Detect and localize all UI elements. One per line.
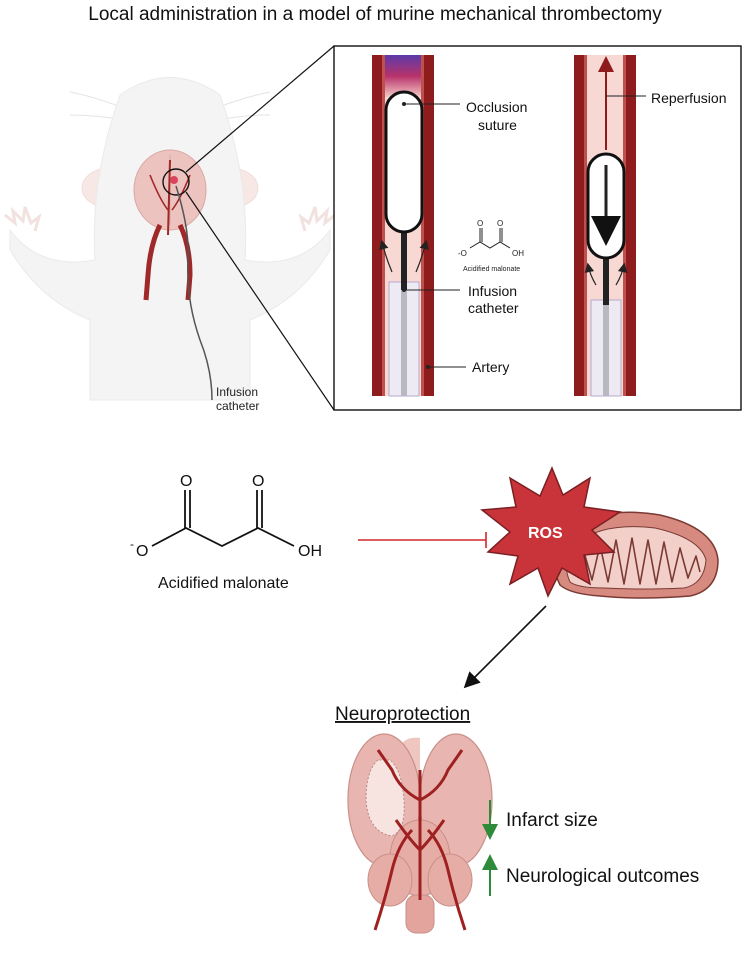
small-oh: OH [512, 249, 524, 258]
infarct-size-label: Infarct size [506, 810, 598, 831]
ros-label: ROS [528, 525, 563, 542]
zoom-line-bottom [185, 191, 335, 411]
neuroprotection-heading: Neuroprotection [335, 704, 470, 725]
malonate-o-right: O [252, 473, 264, 490]
reperfused-vessel [574, 55, 636, 397]
catheter-line [175, 185, 213, 401]
infusion-label-2: catheter [468, 300, 519, 316]
outcome-arrow [463, 605, 547, 689]
zoom-line-top [185, 45, 335, 173]
ros-burst [480, 466, 623, 598]
small-o-left: O [477, 219, 483, 228]
figure-title: Local administration in a model of murin… [88, 4, 662, 25]
infusion-label-1: Infusion [468, 283, 517, 299]
malonate-o-left: O [180, 473, 192, 490]
mouse-illustration [4, 77, 336, 401]
malonate-o-minus: O [136, 543, 148, 560]
reperfusion-label: Reperfusion [651, 90, 727, 106]
mouse-catheter-label-1: Infusion [216, 385, 258, 399]
brain-illustration [347, 733, 493, 934]
neurological-outcomes-label: Neurological outcomes [506, 866, 699, 887]
artery-label: Artery [472, 359, 509, 375]
small-malonate-caption: Acidified malonate [463, 266, 520, 273]
small-malonate-structure [469, 228, 511, 249]
malonate-charge: - [130, 537, 134, 551]
small-o-minus: -O [458, 249, 467, 258]
small-o-right: O [497, 219, 503, 228]
occluded-vessel [372, 55, 434, 397]
zoom-circle [162, 168, 190, 196]
occlusion-label-2: suture [478, 117, 517, 133]
mouse-catheter-label-2: catheter [216, 399, 259, 413]
malonate-oh: OH [298, 543, 322, 560]
malonate-structure [151, 490, 295, 548]
occlusion-label-1: Occlusion [466, 99, 527, 115]
malonate-caption: Acidified malonate [158, 575, 289, 592]
